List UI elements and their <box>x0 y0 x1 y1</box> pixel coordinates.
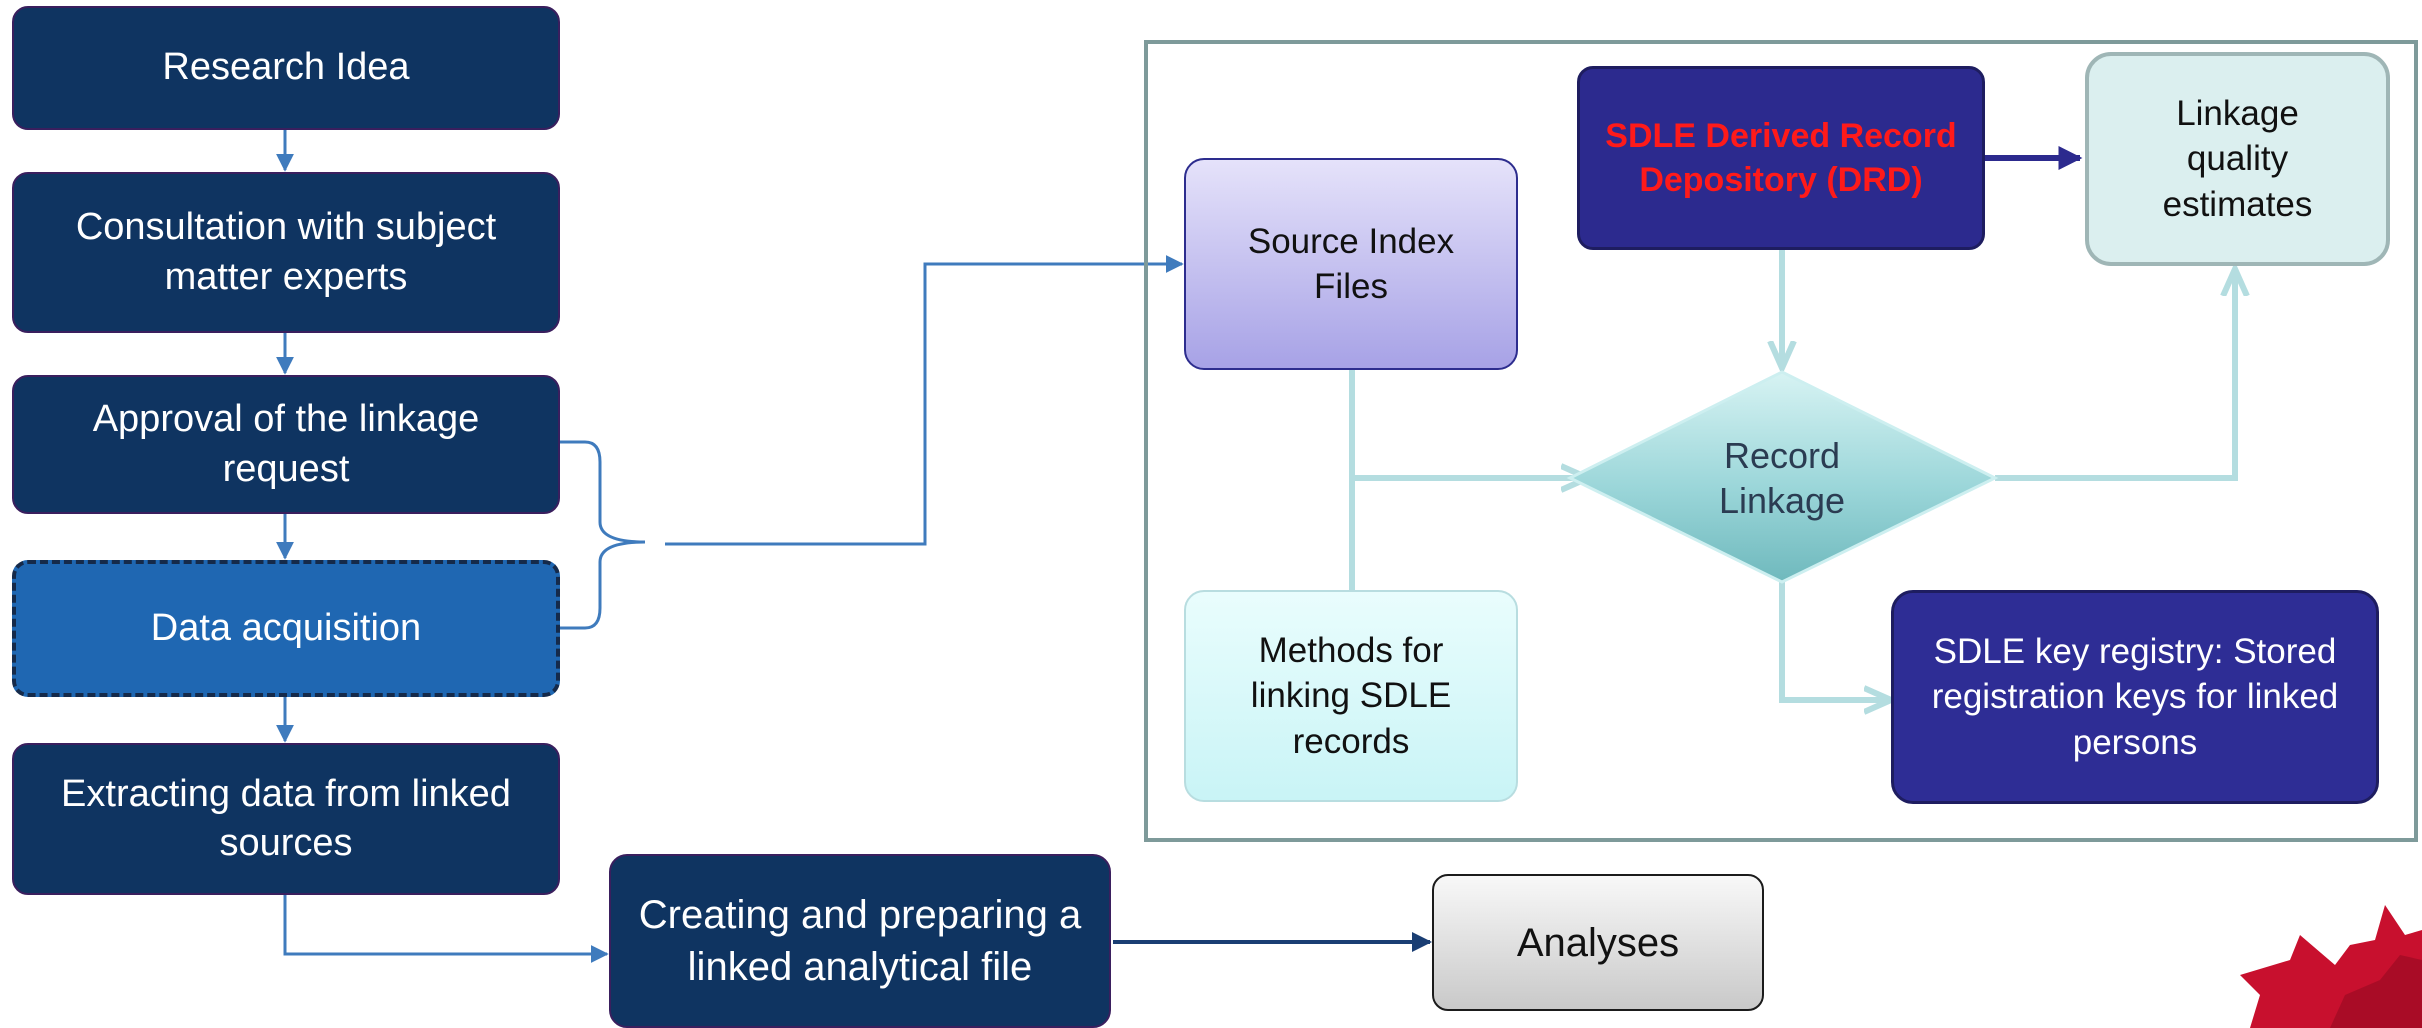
key-registry-box: SDLE key registry: Stored registration k… <box>1891 590 2379 804</box>
quality-estimates-box: Linkage quality estimates <box>2085 52 2390 266</box>
record-linkage-diamond <box>1566 370 1999 584</box>
methods-box: Methods for linking SDLE records <box>1184 590 1518 802</box>
data-acquisition-box: Data acquisition <box>12 560 560 697</box>
source-index-label: Source Index Files <box>1247 221 1455 307</box>
approval-box: Approval of the linkage request <box>12 375 560 514</box>
research-idea-box: Research Idea <box>12 6 560 130</box>
creating-file-box: Creating and preparing a linked analytic… <box>609 854 1111 1028</box>
extracting-box: Extracting data from linked sources <box>12 743 560 895</box>
creating-file-label: Creating and preparing a linked analytic… <box>638 893 1082 989</box>
research-idea-label: Research Idea <box>162 46 410 89</box>
consultation-label: Consultation with subject matter experts <box>75 206 497 298</box>
maple-leaf-shade <box>2330 955 2422 1028</box>
extracting-label: Extracting data from linked sources <box>61 772 511 864</box>
key-registry-label: SDLE key registry: Stored registration k… <box>1931 631 2339 762</box>
connector-to-source-index <box>665 255 1184 546</box>
methods-label: Methods for linking SDLE records <box>1250 630 1452 761</box>
linkage-process-panel <box>1144 40 2418 842</box>
data-acquisition-label: Data acquisition <box>150 606 422 649</box>
connector-record-linkage-quality <box>1995 272 2235 481</box>
grouping-brace <box>560 440 646 630</box>
analyses-box: Analyses <box>1432 874 1764 1011</box>
approval-label: Approval of the linkage request <box>92 398 480 490</box>
consultation-box: Consultation with subject matter experts <box>12 172 560 333</box>
source-index-box: Source Index Files <box>1184 158 1518 370</box>
record-linkage-label-wrap: Record Linkage <box>1640 420 1924 536</box>
connector-extracting-creating <box>283 883 609 963</box>
analyses-label: Analyses <box>1516 920 1680 965</box>
quality-estimates-label: Linkage quality estimates <box>2162 93 2313 224</box>
drd-box: SDLE Derived Record Depository (DRD) <box>1577 66 1985 250</box>
record-linkage-label: Record Linkage <box>1718 435 1846 521</box>
connector-record-linkage-registry <box>1779 582 1888 700</box>
drd-label: SDLE Derived Record Depository (DRD) <box>1605 116 1957 199</box>
